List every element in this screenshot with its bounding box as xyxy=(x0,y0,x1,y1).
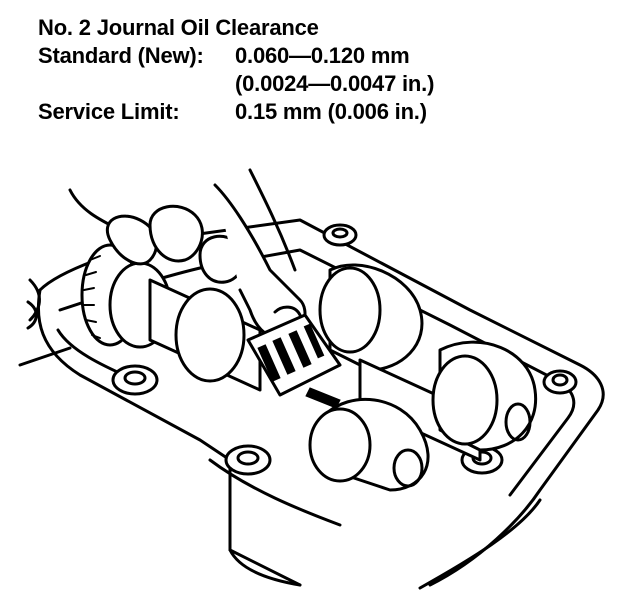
hand xyxy=(68,168,307,340)
service-value: 0.15 mm (0.006 in.) xyxy=(235,99,427,124)
camshaft xyxy=(80,243,538,492)
spec-block: No. 2 Journal Oil Clearance Standard (Ne… xyxy=(38,14,434,126)
standard-value-in: (0.0024—0.0047 in.) xyxy=(235,71,435,96)
bolt-bosses xyxy=(111,223,578,476)
camshaft-illustration xyxy=(0,160,640,598)
standard-label: Standard (New): xyxy=(38,43,204,68)
spec-title-row: No. 2 Journal Oil Clearance xyxy=(38,14,434,42)
lower-edge xyxy=(208,458,542,590)
plastigage-scale xyxy=(246,313,342,409)
standard-value-mm: 0.060—0.120 mm xyxy=(235,43,410,68)
standard-row: Standard (New): 0.060—0.120 mm xyxy=(38,42,434,70)
spec-title: No. 2 Journal Oil Clearance xyxy=(38,15,319,40)
standard-inch-row: (0.0024—0.0047 in.) xyxy=(38,70,434,98)
camshaft-drawing xyxy=(18,168,605,590)
service-label: Service Limit: xyxy=(38,99,180,124)
service-row: Service Limit: 0.15 mm (0.006 in.) xyxy=(38,98,434,126)
